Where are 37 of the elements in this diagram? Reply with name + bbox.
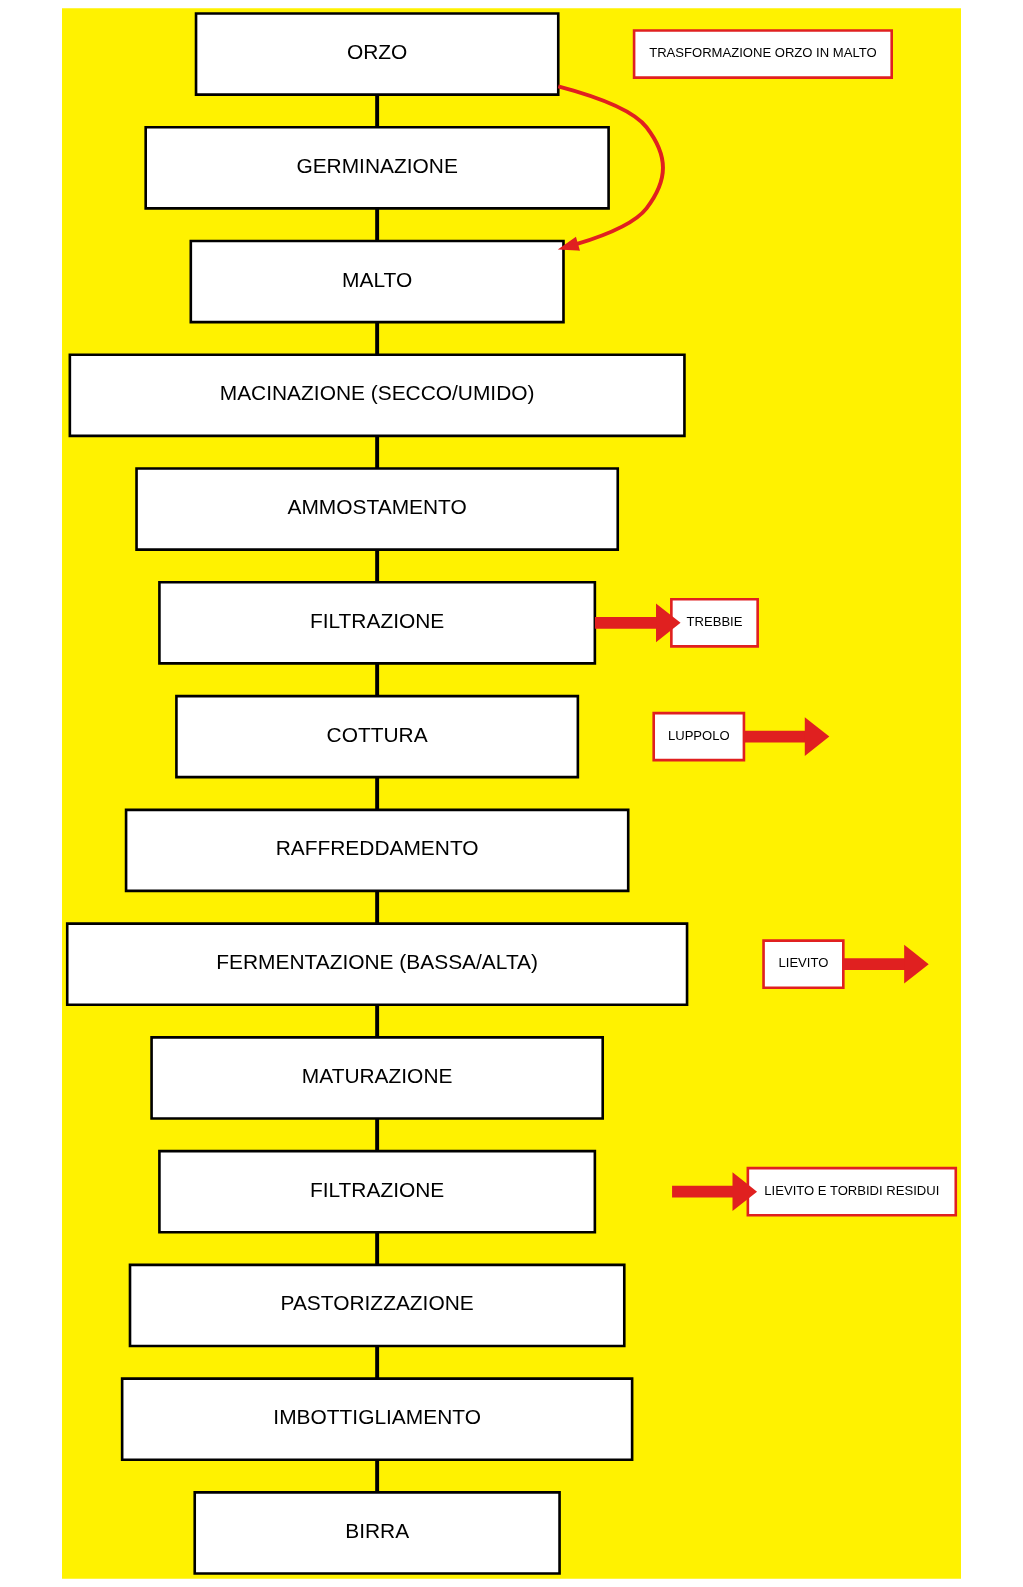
- node-box: MACINAZIONE (SECCO/UMIDO): [68, 353, 686, 438]
- node-box: AMMOSTAMENTO: [135, 467, 620, 551]
- connector: [375, 1118, 380, 1151]
- node-box: MATURAZIONE: [150, 1036, 604, 1120]
- connector: [375, 1346, 380, 1379]
- node-box: LUPPOLO: [652, 711, 746, 762]
- arrow: [743, 717, 830, 756]
- node-box: FILTRAZIONE: [158, 581, 597, 665]
- connector: [375, 322, 380, 355]
- connector: [375, 1004, 380, 1038]
- node-box: MALTO: [189, 239, 565, 324]
- connector: [375, 1460, 380, 1493]
- arrow: [557, 84, 665, 251]
- node-box: BIRRA: [193, 1491, 561, 1575]
- node-box: COTTURA: [175, 694, 580, 779]
- node-box: LIEVITO E TORBIDI RESIDUI: [746, 1166, 958, 1217]
- connector: [375, 1232, 380, 1265]
- connector: [375, 777, 380, 810]
- node-box: FILTRAZIONE: [158, 1149, 597, 1234]
- connector: [375, 208, 380, 241]
- connector: [375, 436, 380, 469]
- connector: [375, 549, 380, 583]
- node-box: ORZO: [194, 12, 560, 96]
- connector: [375, 94, 380, 128]
- arrow: [843, 944, 929, 984]
- connector: [375, 663, 380, 696]
- node-box: TRASFORMAZIONE ORZO IN MALTO: [632, 29, 893, 79]
- node-box: RAFFREDDAMENTO: [124, 808, 630, 893]
- node-box: IMBOTTIGLIAMENTO: [120, 1377, 634, 1462]
- connector: [375, 891, 380, 924]
- arrow: [594, 603, 681, 643]
- node-box: TREBBIE: [670, 598, 759, 648]
- node-box: GERMINAZIONE: [144, 125, 610, 210]
- arrow: [672, 1172, 758, 1211]
- node-box: FERMENTAZIONE (BASSA/ALTA): [65, 922, 689, 1006]
- node-box: PASTORIZZAZIONE: [128, 1263, 626, 1348]
- node-box: LIEVITO: [762, 939, 845, 989]
